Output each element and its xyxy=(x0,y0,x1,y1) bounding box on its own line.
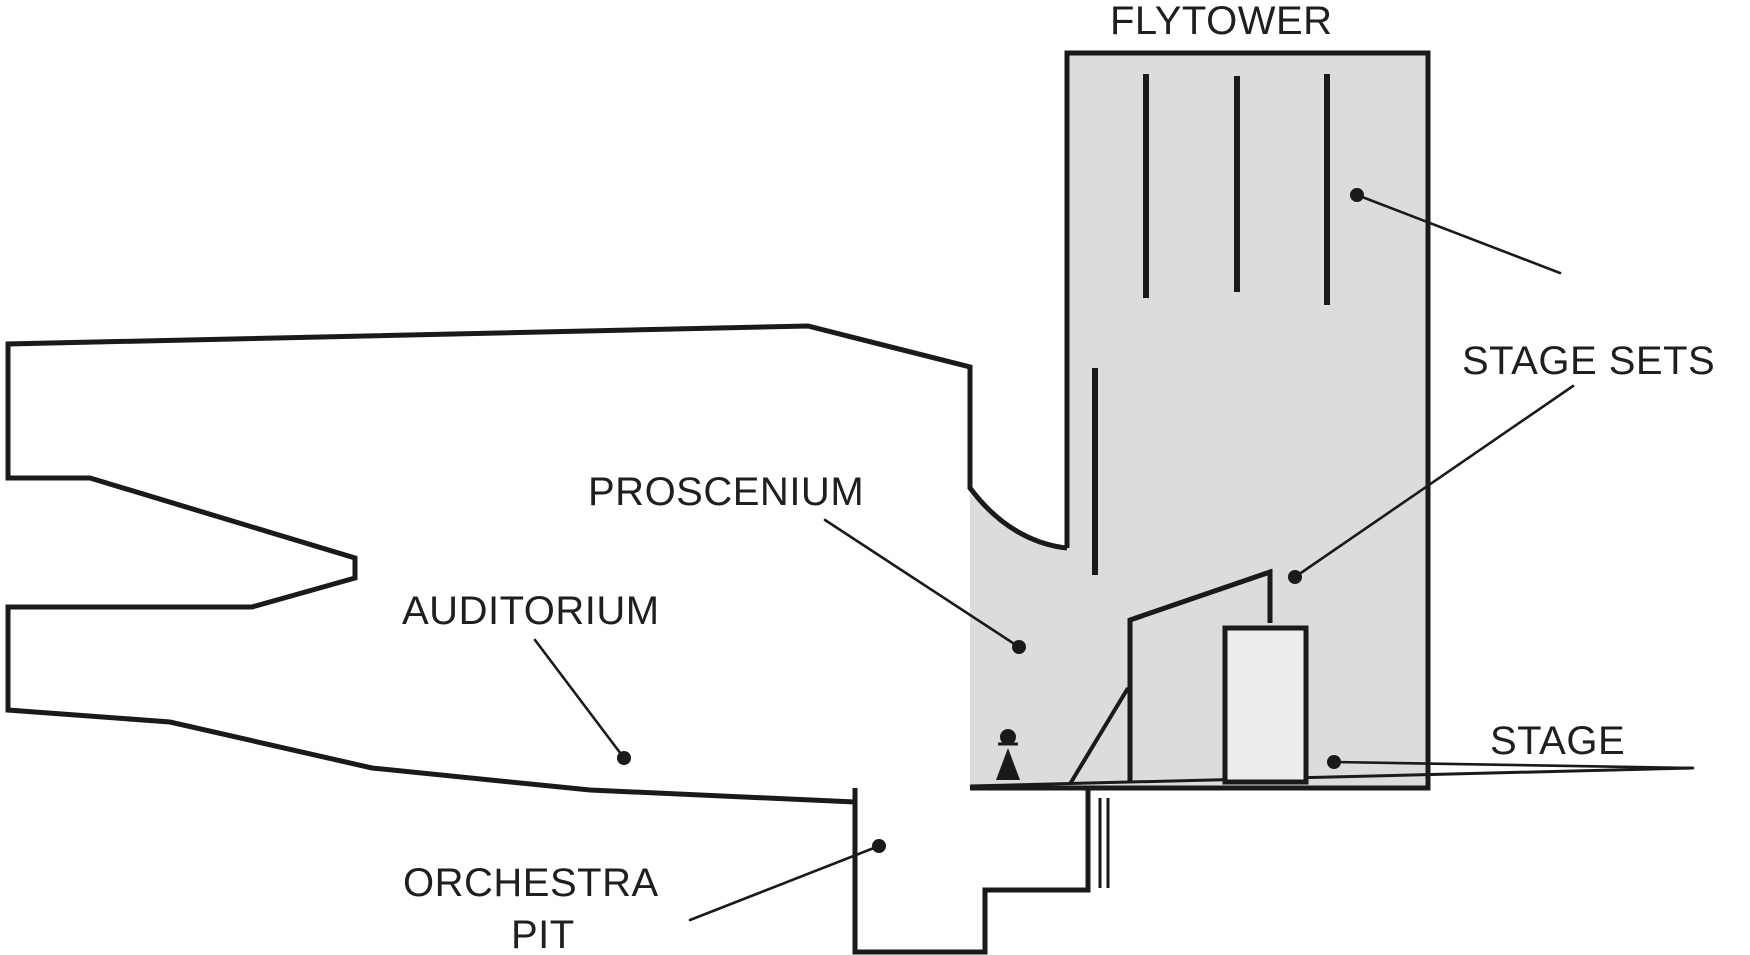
proscenium-label: PROSCENIUM xyxy=(588,470,864,514)
proscenium-leader xyxy=(823,518,1021,649)
auditorium-label: AUDITORIUM xyxy=(402,589,660,633)
stage-sets-leader-dot xyxy=(1288,570,1302,584)
auditorium-outline xyxy=(5,323,1068,805)
orchestra-pit-label-line1: ORCHESTRA xyxy=(403,861,659,905)
actor-head xyxy=(1000,729,1016,745)
stage-set-flat xyxy=(1127,568,1273,782)
stage-leader xyxy=(1332,760,1695,770)
proscenium-leader-dot xyxy=(1012,640,1026,654)
flytower-leader xyxy=(1355,193,1562,275)
flytower-label: FLYTOWER xyxy=(1110,0,1333,43)
auditorium-leader xyxy=(533,638,626,760)
stage-sets-label: STAGE SETS xyxy=(1462,339,1715,383)
stage-leader-dot xyxy=(1327,755,1341,769)
stage-set-box xyxy=(1222,625,1309,785)
actor-body xyxy=(996,748,1020,780)
orchestra-pit-label-line2: PIT xyxy=(511,913,575,955)
stage-floor-line xyxy=(969,766,1694,788)
orchestra-pit-leader-dot xyxy=(872,839,886,853)
stage-sets-leader xyxy=(1293,384,1575,579)
stage-label: STAGE xyxy=(1490,719,1625,763)
orchestra-pit-outline xyxy=(852,788,1091,955)
auditorium-leader-dot xyxy=(617,751,631,765)
orchestra-pit-leader xyxy=(688,844,881,922)
stage-set-brace xyxy=(1068,686,1130,786)
stage-house-fill xyxy=(970,53,1428,788)
flytower-leader-dot xyxy=(1350,188,1364,202)
